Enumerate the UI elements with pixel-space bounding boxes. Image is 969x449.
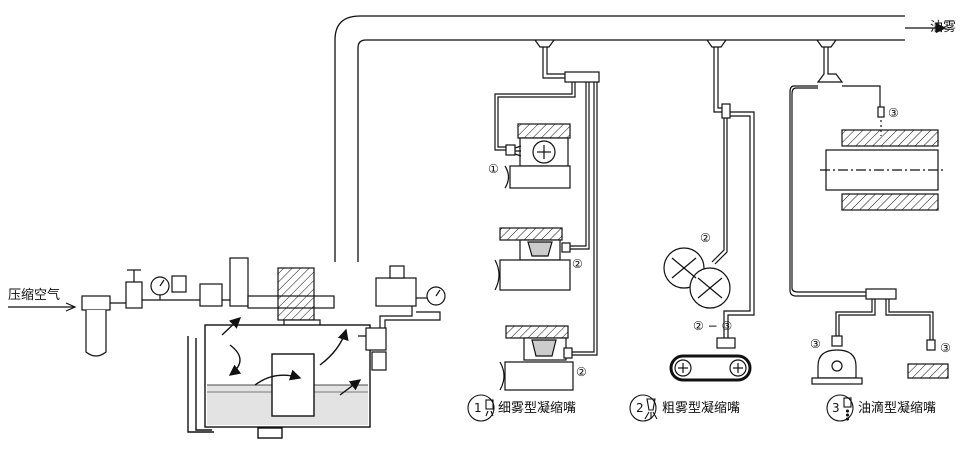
legend-fine-mist-label: 细雾型凝缩嘴 (498, 401, 577, 416)
bearing-2 (494, 227, 571, 291)
branch-fine-mist (494, 47, 600, 356)
pillow-block (811, 335, 863, 385)
marker-3a: ③ (888, 106, 899, 120)
slide-block (907, 339, 949, 379)
shaft-bushing (820, 106, 946, 211)
air-supply (8, 257, 249, 357)
compressed-air-label: 压缩空气 (8, 288, 61, 303)
level-controller (358, 265, 446, 371)
marker-2a: ② (572, 257, 583, 271)
legend-drip-nozzle-icon (826, 394, 854, 422)
legend-drip-label: 油滴型凝缩嘴 (858, 401, 937, 416)
marker-2b: ② (576, 365, 587, 379)
legend-coarse-nozzle-icon (629, 394, 658, 422)
branch-drip (789, 47, 934, 340)
marker-2c: ② (700, 231, 711, 245)
bearing-3 (499, 325, 574, 391)
gear-pair (663, 247, 731, 309)
bearing-1 (504, 123, 571, 189)
oil-tank (187, 317, 371, 439)
main-oil-mist-pipe (334, 15, 947, 262)
legend-number-2: 2 (636, 401, 644, 415)
pipe-tees (534, 39, 837, 48)
marker-2-3: ② − ③ (693, 319, 733, 333)
marker-3b: ③ (810, 337, 821, 351)
chain-drive (669, 337, 752, 382)
legend-number-3: 3 (832, 401, 840, 415)
branch-coarse-mist (711, 47, 755, 340)
marker-3c: ③ (940, 341, 951, 355)
oil-mist-label: 油雾 (930, 20, 957, 35)
legend-coarse-mist-label: 粗雾型凝缩嘴 (662, 401, 741, 416)
legend-fine-nozzle-icon (467, 394, 495, 422)
marker-1: ① (488, 162, 499, 176)
legend-number-1: 1 (474, 401, 482, 415)
